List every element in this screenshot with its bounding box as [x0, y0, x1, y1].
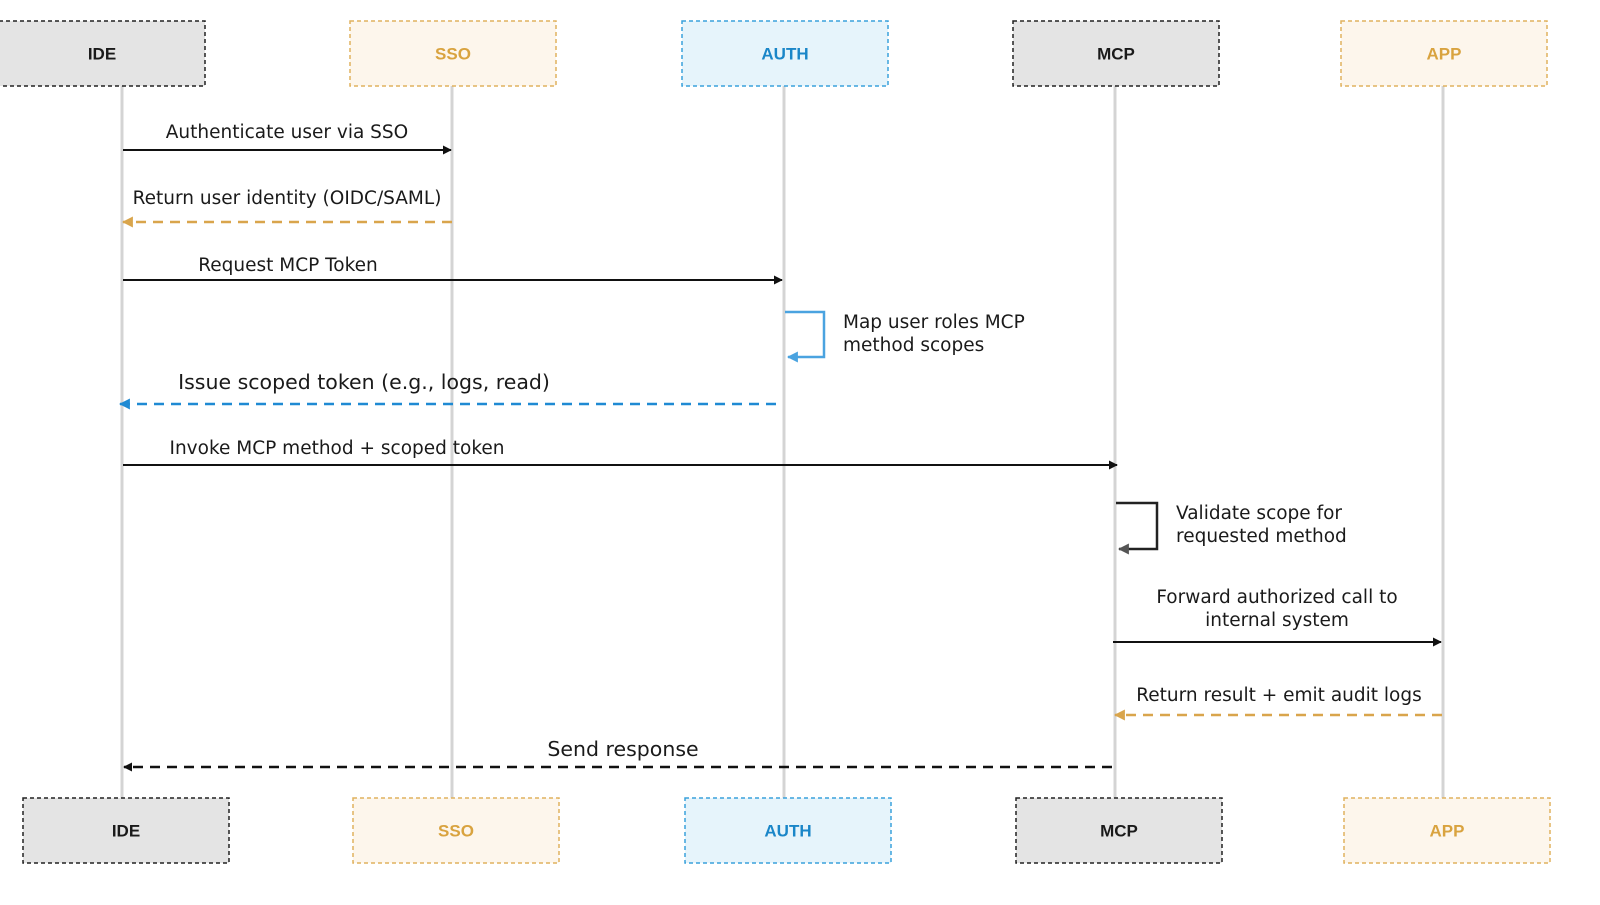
participant-label: APP	[1430, 822, 1465, 841]
message-label: requested method	[1176, 526, 1347, 547]
messages-layer: Authenticate user via SSO Return user ide…	[118, 122, 1442, 772]
message-label: Invoke MCP method + scoped token	[170, 438, 505, 459]
message-label: Issue scoped token (e.g., logs, read)	[178, 370, 550, 394]
self-message-arrow	[785, 310, 826, 363]
participant-label: APP	[1427, 45, 1462, 64]
message-label: Send response	[547, 737, 698, 761]
participant-box	[1015, 797, 1223, 864]
participant-box	[349, 20, 557, 87]
message-label: Map user roles MCP	[843, 312, 1025, 333]
participant-box	[0, 20, 206, 87]
participant-label: SSO	[438, 822, 474, 841]
participant-app-top: APP	[1340, 20, 1548, 87]
participant-box	[1340, 20, 1548, 87]
participant-label: SSO	[435, 45, 471, 64]
message-9: Return result + emit audit logs	[1113, 685, 1442, 721]
message-label: Return result + emit audit logs	[1136, 685, 1421, 706]
message-label: Return user identity (OIDC/SAML)	[133, 188, 442, 209]
participant-label: MCP	[1097, 45, 1135, 64]
message-label: method scopes	[843, 335, 984, 356]
message-label: internal system	[1205, 610, 1349, 631]
participant-ide-top: IDE	[0, 20, 206, 87]
participant-label: AUTH	[764, 822, 811, 841]
participant-auth-top: AUTH	[681, 20, 889, 87]
participant-box	[684, 797, 892, 864]
participant-box	[352, 797, 560, 864]
message-label: Forward authorized call to	[1156, 587, 1397, 608]
message-label: Authenticate user via SSO	[166, 122, 408, 143]
participant-mcp-bottom: MCP	[1015, 797, 1223, 864]
participant-box	[1343, 797, 1551, 864]
lifelines-layer	[120, 86, 1445, 798]
participant-box	[1012, 20, 1220, 87]
message-2: Return user identity (OIDC/SAML)	[121, 188, 452, 228]
participant-label: IDE	[88, 45, 116, 64]
participant-sso-top: SSO	[349, 20, 557, 87]
participant-box	[681, 20, 889, 87]
participant-label: MCP	[1100, 822, 1138, 841]
message-6: Invoke MCP method + scoped token	[123, 438, 1118, 470]
participant-auth-bottom: AUTH	[684, 797, 892, 864]
participant-box	[22, 797, 230, 864]
participants-layer: IDE IDE SSO SSO AUTH AUTH MCP MCP APP APP	[0, 20, 1551, 864]
participant-label: IDE	[112, 822, 140, 841]
participant-ide-bottom: IDE	[22, 797, 230, 864]
participant-app-bottom: APP	[1343, 797, 1551, 864]
participant-sso-bottom: SSO	[352, 797, 560, 864]
participant-label: AUTH	[761, 45, 808, 64]
participant-mcp-top: MCP	[1012, 20, 1220, 87]
message-label: Request MCP Token	[198, 255, 378, 276]
self-message-arrow	[1116, 501, 1159, 555]
message-10: Send response	[123, 737, 1112, 772]
message-label: Validate scope for	[1176, 503, 1342, 524]
message-5: Issue scoped token (e.g., logs, read)	[118, 370, 776, 410]
message-1: Authenticate user via SSO	[123, 122, 452, 155]
message-3: Request MCP Token	[123, 255, 783, 285]
